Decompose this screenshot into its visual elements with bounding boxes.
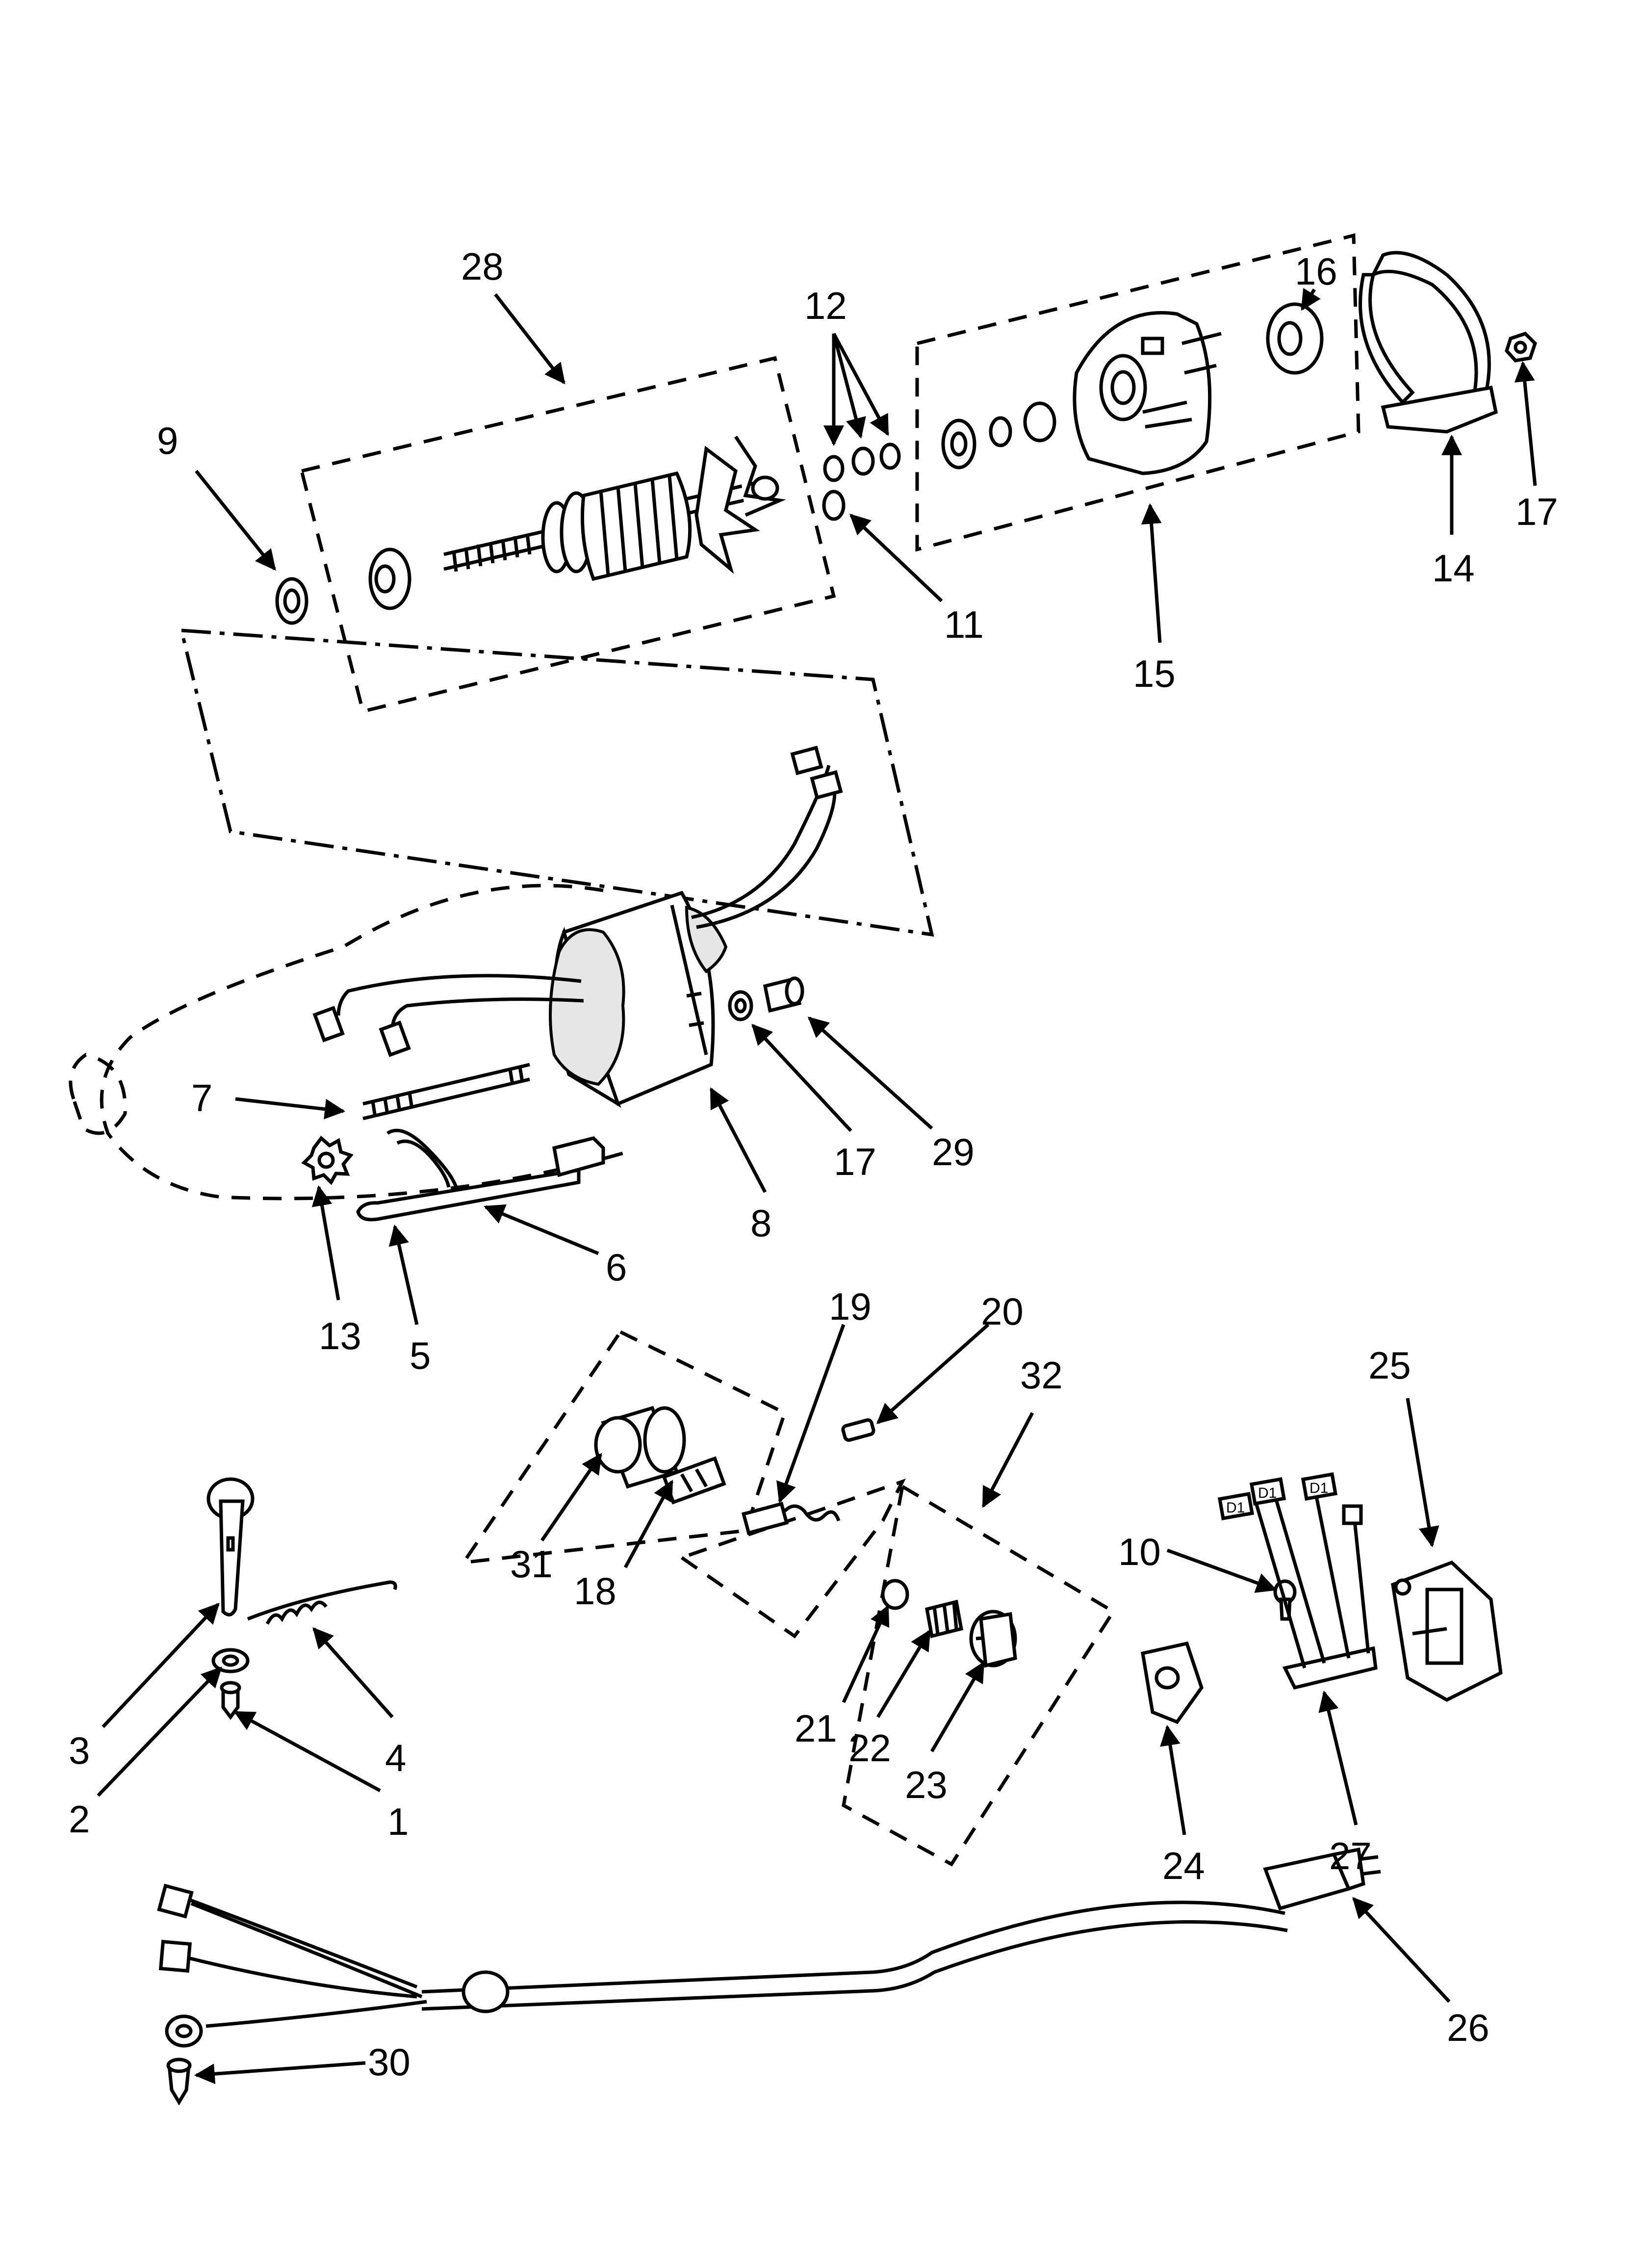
callout-16: 16: [1295, 250, 1337, 293]
switch-harness-27[interactable]: D1 D1 D1: [1217, 1472, 1378, 1690]
callout-7: 7: [191, 1076, 212, 1120]
callout-17a: 17: [1515, 490, 1558, 533]
bearing-housing-group: [915, 233, 1360, 552]
switch-25[interactable]: [1391, 1560, 1503, 1702]
callout-6: 6: [606, 1246, 627, 1289]
callout-4: 4: [385, 1736, 406, 1779]
wire-tag-1: D1: [1226, 1500, 1245, 1516]
callout-9: 9: [157, 419, 178, 462]
callout-14: 14: [1432, 547, 1475, 590]
thrust-washers-12[interactable]: [823, 443, 901, 482]
field-lead-wires[interactable]: [312, 745, 843, 1057]
brush-kit-boundary-32: [842, 1484, 1116, 1867]
armature-to-field-line: [179, 628, 934, 937]
bearing-washer[interactable]: [989, 401, 1056, 447]
retaining-ring[interactable]: [941, 418, 976, 469]
nut-17a[interactable]: [1505, 331, 1538, 363]
callout-25: 25: [1368, 1344, 1411, 1387]
motor-housing-outline: [69, 884, 633, 1200]
armature-kit-boundary: [299, 356, 836, 714]
callout-18: 18: [574, 1569, 616, 1613]
callout-21: 21: [795, 1707, 837, 1750]
wire-tag-3: D1: [1309, 1480, 1328, 1496]
screw-30[interactable]: [166, 2058, 192, 2106]
brush-cap-21[interactable]: [881, 1579, 909, 1610]
spring-20[interactable]: [841, 1418, 875, 1442]
callout-1: 1: [387, 1800, 409, 1843]
ball-11[interactable]: [822, 490, 846, 521]
bearing-housing-kit-boundary: [915, 233, 1360, 552]
callout-22: 22: [848, 1726, 891, 1770]
switch-plate-24[interactable]: [1141, 1641, 1204, 1724]
callout-17b: 17: [834, 1140, 876, 1183]
motor-field[interactable]: [549, 890, 728, 1108]
callout-30: 30: [368, 2040, 410, 2084]
callout-3: 3: [69, 1729, 90, 1772]
armature-assembly-group: [275, 356, 836, 714]
brush-kit-boundary-19: [678, 1478, 906, 1639]
lever-3[interactable]: [206, 1477, 255, 1616]
power-cord-26[interactable]: [157, 1847, 1381, 2048]
brush-spring-22[interactable]: [924, 1599, 964, 1639]
callout-10: 10: [1118, 1530, 1161, 1573]
callout-20: 20: [981, 1290, 1024, 1333]
brush-bar-5[interactable]: [356, 1136, 605, 1222]
callout-19: 19: [829, 1285, 872, 1328]
callout-2: 2: [69, 1798, 90, 1841]
brush-spring-6[interactable]: [386, 1128, 458, 1188]
brush-19[interactable]: [741, 1502, 841, 1535]
screw-7[interactable]: [362, 1063, 530, 1121]
callout-5: 5: [410, 1334, 431, 1377]
brush-cap-23[interactable]: [969, 1610, 1017, 1668]
callout-27: 27: [1329, 1834, 1372, 1877]
spacer-29[interactable]: [763, 976, 804, 1013]
callout-11: 11: [944, 603, 984, 646]
armature-bearing[interactable]: [368, 547, 411, 610]
callout-labels: 28 9 12 11 15 16 14 17 7 8 17 29 6 13 5 …: [69, 245, 1558, 2084]
brush-holder-31[interactable]: [594, 1406, 686, 1489]
callout-15: 15: [1133, 652, 1176, 695]
leader-lines: [97, 287, 1537, 2085]
callout-24: 24: [1162, 1844, 1205, 1887]
bearing-bracket-14[interactable]: [1359, 251, 1498, 434]
callout-26: 26: [1447, 2006, 1489, 2049]
callout-32: 32: [1020, 1354, 1063, 1397]
armature[interactable]: [443, 436, 786, 581]
callout-12: 12: [804, 284, 847, 327]
washer-9[interactable]: [275, 577, 308, 625]
washer-2[interactable]: [211, 1648, 250, 1673]
callout-28: 28: [461, 245, 504, 288]
nut-17b[interactable]: [728, 990, 753, 1021]
callout-13: 13: [319, 1314, 361, 1357]
callout-23: 23: [905, 1763, 948, 1806]
wire-tag-2: D1: [1258, 1485, 1277, 1501]
bearing-16[interactable]: [1266, 302, 1324, 375]
callout-31: 31: [510, 1542, 553, 1586]
callout-29: 29: [932, 1130, 975, 1173]
spring-4[interactable]: [247, 1580, 397, 1625]
callout-8: 8: [750, 1201, 771, 1245]
bearing-housing[interactable]: [1073, 311, 1222, 475]
lock-washer-13[interactable]: [301, 1135, 354, 1185]
